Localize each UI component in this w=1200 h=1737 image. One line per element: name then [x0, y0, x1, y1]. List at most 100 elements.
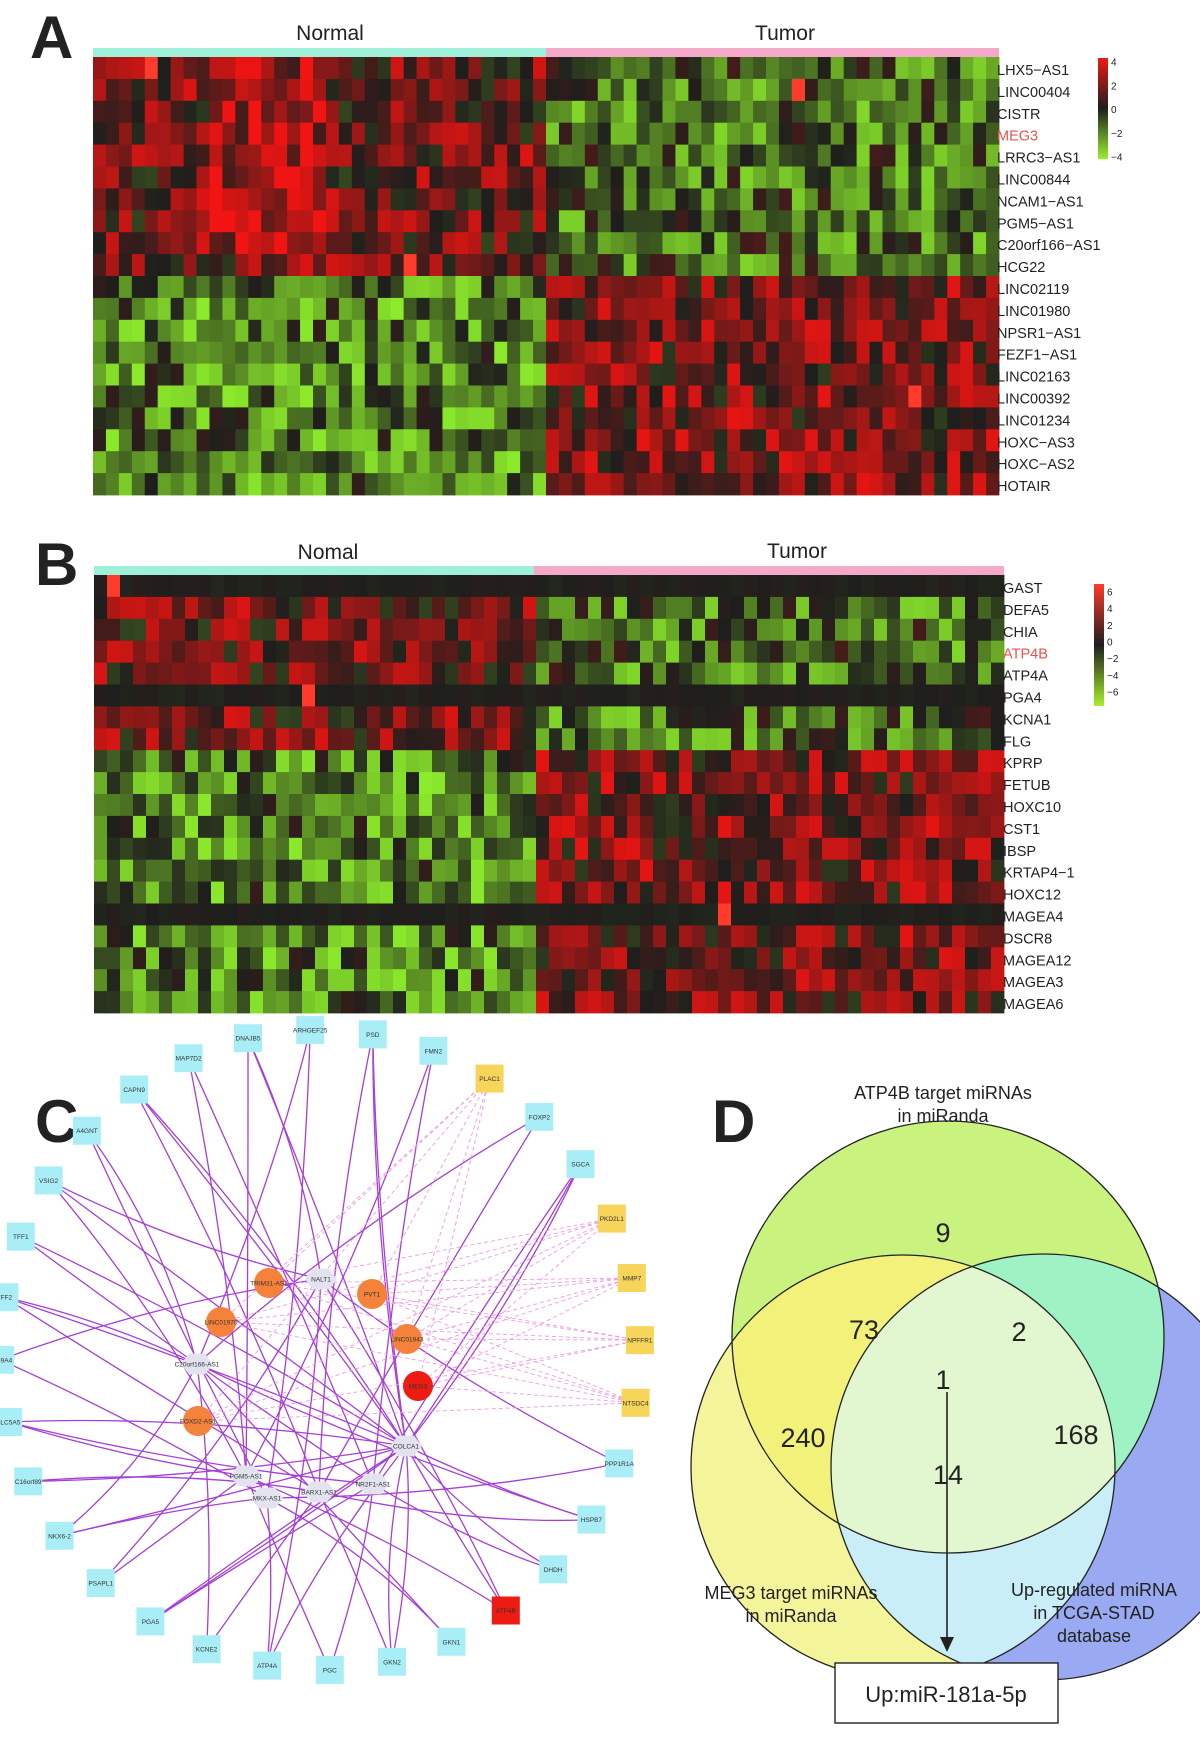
network-edge	[329, 1483, 374, 1671]
heatmap-cell	[783, 618, 797, 642]
heatmap-cell	[364, 363, 379, 386]
heatmap-cell	[93, 297, 107, 321]
heatmap-cell	[822, 750, 836, 773]
heatmap-cell	[960, 78, 974, 102]
heatmap-cell	[926, 837, 940, 861]
heatmap-cell	[978, 575, 992, 598]
heatmap-cell	[558, 188, 573, 211]
heatmap-cell	[94, 881, 108, 904]
heatmap-cell	[390, 407, 405, 430]
heatmap-cell	[571, 166, 586, 189]
heatmap-cell	[584, 429, 599, 452]
heatmap-cell	[558, 100, 573, 124]
heatmap-cell	[494, 100, 508, 124]
heatmap-cell	[653, 596, 667, 620]
heatmap-cell	[250, 728, 264, 751]
heatmap-cell	[882, 385, 896, 408]
heatmap-cell	[377, 188, 392, 211]
heatmap-cell	[313, 210, 327, 233]
heatmap-cell	[623, 319, 637, 343]
panel-b: B Nomal Tumor GASTDEFA5CHIAATP4BATP4APGA…	[35, 531, 1119, 1014]
heatmap-cell	[973, 188, 987, 211]
heatmap-cell	[172, 881, 186, 904]
heatmap-cell	[354, 947, 368, 970]
heatmap-cell	[471, 859, 485, 882]
heatmap-cell	[947, 451, 961, 474]
heatmap-cell	[817, 429, 832, 452]
heatmap-cell	[263, 969, 277, 992]
heatmap-cell	[584, 451, 599, 474]
heatmap-cell	[766, 122, 780, 145]
heatmap-cell	[558, 166, 573, 189]
heatmap-cell	[770, 925, 784, 948]
heatmap-cell	[934, 188, 948, 211]
heatmap-cell	[481, 341, 495, 364]
heatmap-cell	[740, 188, 754, 211]
heatmap-cell	[494, 122, 508, 145]
heatmap-cell	[497, 596, 511, 620]
heatmap-cell	[377, 385, 392, 408]
heatmap-cell	[276, 903, 290, 926]
heatmap-cell	[484, 618, 498, 642]
heatmap-cell	[575, 640, 589, 663]
heatmap-cell	[900, 662, 914, 685]
heatmap-cell	[952, 728, 966, 751]
heatmap-cell	[494, 188, 508, 211]
heatmap-cell	[727, 473, 741, 496]
heatmap-cell	[133, 815, 147, 839]
heatmap-cell	[183, 232, 197, 255]
heatmap-cell	[705, 728, 719, 751]
heatmap-cell	[887, 991, 901, 1014]
heatmap-cell	[571, 451, 586, 474]
heatmap-cell	[796, 662, 810, 685]
heatmap-cell	[94, 991, 108, 1014]
network-edge	[4, 1296, 407, 1447]
heatmap-cell	[744, 662, 758, 685]
heatmap-cell	[211, 925, 225, 948]
heatmap-cell	[364, 188, 379, 211]
heatmap-cell	[209, 429, 223, 452]
heatmap-cell	[183, 341, 197, 364]
heatmap-cell	[939, 728, 953, 751]
heatmap-cell	[302, 794, 316, 817]
heatmap-cell	[429, 100, 443, 124]
heatmap-cell	[830, 100, 845, 124]
heatmap-cell	[300, 232, 314, 255]
heatmap-cell	[237, 837, 251, 861]
heatmap-cell	[455, 429, 469, 452]
heatmap-cell	[913, 618, 927, 642]
heatmap-cell	[276, 837, 290, 861]
heatmap-cell	[533, 144, 547, 167]
heatmap-cell	[714, 166, 728, 189]
heatmap-cell	[209, 276, 223, 299]
heatmap-cell	[484, 684, 498, 707]
heatmap-cell	[546, 451, 560, 474]
heatmap-cell	[300, 57, 314, 80]
heatmap-cell	[809, 575, 823, 598]
heatmap-cell	[261, 122, 275, 145]
heatmap-cell	[614, 859, 628, 882]
heatmap-cell	[778, 122, 793, 145]
heatmap-cell	[354, 575, 368, 598]
heatmap-cell	[753, 407, 767, 430]
panel-b-letter: B	[35, 531, 78, 598]
heatmap-cell	[144, 144, 159, 167]
legend-tick-label: 0	[1107, 638, 1113, 649]
heatmap-cell	[636, 385, 650, 408]
heatmap-cell	[731, 794, 745, 817]
heatmap-cell	[809, 794, 823, 817]
heatmap-cell	[679, 991, 693, 1014]
network-node-target	[597, 1204, 626, 1233]
heatmap-cell	[986, 166, 1000, 189]
heatmap-cell	[536, 575, 550, 598]
heatmap-cell	[740, 232, 754, 255]
heatmap-cell	[965, 815, 979, 839]
heatmap-cell	[263, 662, 277, 685]
node-label: NTSDC4	[623, 1400, 649, 1407]
heatmap-cell	[131, 232, 146, 255]
heatmap-cell	[986, 254, 1000, 277]
heatmap-cell	[237, 662, 251, 685]
heatmap-cell	[533, 385, 547, 408]
heatmap-cell	[623, 166, 637, 189]
heatmap-cell	[354, 881, 368, 904]
